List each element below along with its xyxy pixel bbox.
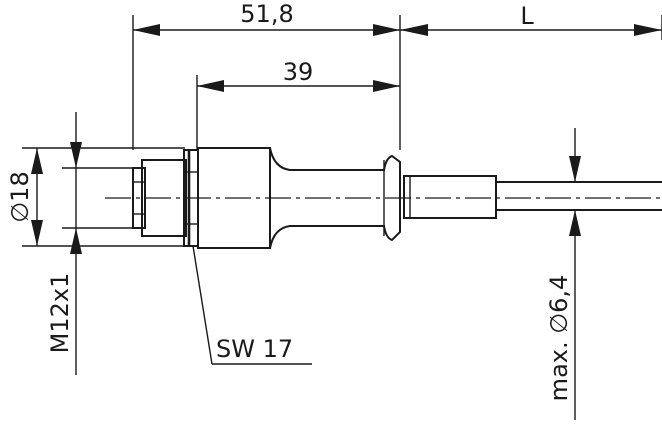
dimension-cable-length: L	[400, 2, 662, 40]
dimension-overall-length: 51,8	[132, 0, 401, 150]
cable-diameter-label: max. ∅6,4	[545, 275, 573, 402]
thread-label: M12x1	[46, 273, 74, 354]
wrench-size-leader: SW 17	[192, 245, 312, 365]
dimension-body-length: 39	[196, 58, 400, 150]
wrench-size-label: SW 17	[216, 335, 293, 363]
dimension-cable-diameter: max. ∅6,4	[545, 128, 581, 420]
diameter-label: ∅18	[6, 171, 34, 222]
overall-length-label: 51,8	[240, 0, 293, 28]
dimension-thread: M12x1	[46, 112, 140, 375]
cable-length-label: L	[520, 2, 534, 30]
body-length-label: 39	[283, 58, 314, 86]
dimension-diameter: ∅18	[6, 147, 185, 247]
